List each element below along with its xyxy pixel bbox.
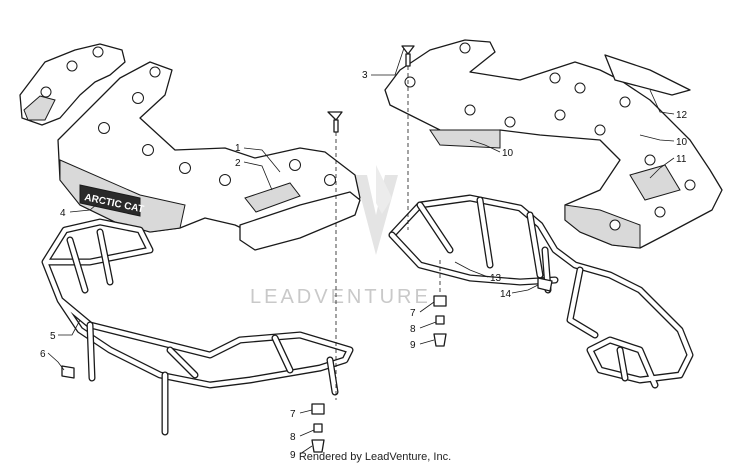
callout-9-rear: 9 (410, 340, 416, 351)
callout-2: 2 (235, 158, 241, 169)
leadventure-watermark: LEADVENTURE (250, 165, 431, 308)
callout-9-front: 9 (290, 450, 296, 461)
callout-5: 5 (50, 331, 56, 342)
callout-13: 13 (490, 273, 502, 284)
callout-7-rear: 7 (410, 308, 416, 319)
callout-7-front: 7 (290, 409, 296, 420)
callout-10-center: 10 (502, 148, 514, 159)
callout-10-right: 10 (676, 137, 688, 148)
callout-12: 12 (676, 110, 688, 121)
callout-6: 6 (40, 349, 46, 360)
leader-lines (47, 47, 675, 455)
front-rack-frame (41, 218, 354, 436)
rear-rack-cover (384, 39, 723, 249)
callout-11: 11 (676, 154, 687, 165)
callout-3: 3 (362, 70, 368, 81)
rendered-by-footer: Rendered by LeadVenture, Inc. (298, 451, 452, 463)
callout-8-rear: 8 (410, 324, 416, 335)
callout-4: 4 (60, 208, 66, 219)
callout-8-front: 8 (290, 432, 296, 443)
front-fasteners (61, 111, 343, 453)
rear-fasteners (401, 45, 553, 347)
front-rack-cover: ARCTIC CAT (19, 43, 361, 251)
watermark-text: LEADVENTURE (250, 286, 431, 308)
callout-1: 1 (235, 143, 241, 154)
callout-numbers: 1 2 3 4 5 6 7 8 9 7 8 9 10 10 11 12 13 1… (40, 70, 688, 461)
rear-rack-frame (388, 194, 694, 389)
callout-14: 14 (500, 289, 512, 300)
